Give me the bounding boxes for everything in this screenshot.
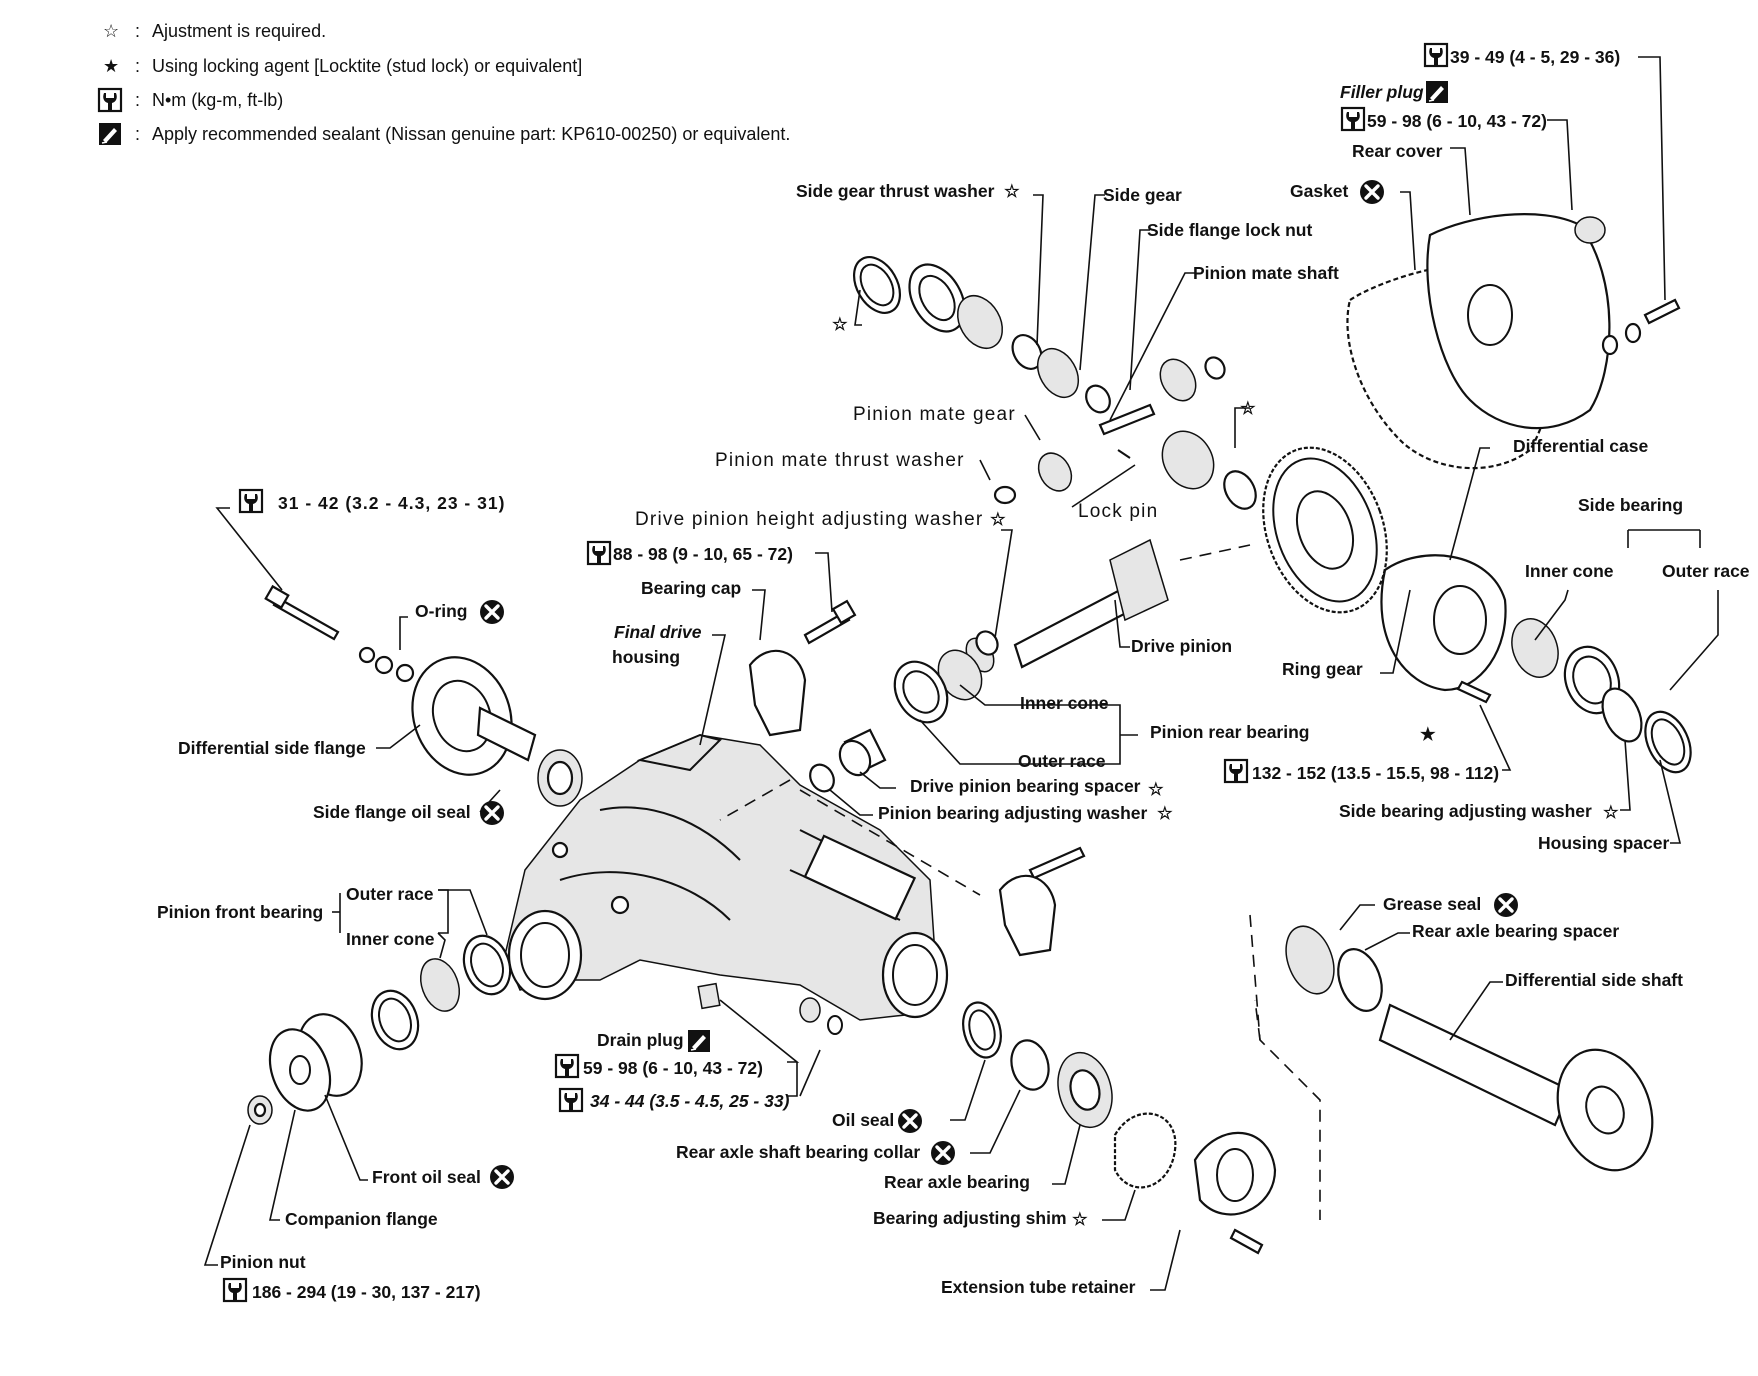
label-drive-pinion: Drive pinion [1131, 636, 1232, 656]
label-side-bearing-inner-cone: Inner cone [1525, 561, 1614, 581]
replace-part-icon [478, 799, 506, 827]
hollow-star-icon: ☆ [1148, 779, 1164, 799]
label-side-bearing-outer-race: Outer race [1662, 561, 1750, 581]
label-side-bearing-adjusting-washer: Side bearing adjusting washer [1339, 801, 1592, 821]
replace-part-icon [478, 598, 506, 626]
leader-lines [203, 56, 1719, 1291]
label-rear-axle-bearing-spacer: Rear axle bearing spacer [1412, 921, 1619, 941]
hollow-star-icon: ☆ [1157, 803, 1173, 823]
label-o-ring: O-ring [415, 601, 468, 621]
label-side-flange-oil-seal: Side flange oil seal [313, 802, 471, 822]
label-rear-axle-shaft-bearing-collar: Rear axle shaft bearing collar [676, 1142, 920, 1162]
legend-torque-units-text: N•m (kg-m, ft-lb) [152, 90, 283, 110]
label-companion-flange: Companion flange [285, 1209, 438, 1229]
part-labels: 39 - 49 (4 - 5, 29 - 36) Filler plug 59 … [157, 42, 1750, 1303]
label-drive-pinion-height-adjusting-washer: Drive pinion height adjusting washer [635, 509, 983, 530]
label-pinion-bearing-adjusting-washer: Pinion bearing adjusting washer [878, 803, 1148, 823]
legend-colon: : [135, 124, 140, 144]
label-drive-pinion-bearing-spacer: Drive pinion bearing spacer [910, 776, 1141, 796]
replace-part-icon [1492, 891, 1520, 919]
label-pinion-mate-shaft: Pinion mate shaft [1193, 263, 1339, 283]
label-front-inner-cone: Inner cone [346, 929, 435, 949]
hollow-star-icon: ☆ [1240, 398, 1256, 418]
label-pinion-rear-bearing: Pinion rear bearing [1150, 722, 1309, 742]
hollow-star-icon: ☆ [1072, 1209, 1088, 1229]
legend-adjustment-text: Ajustment is required. [152, 21, 326, 41]
hollow-star-icon: ☆ [990, 509, 1006, 529]
label-extension-tube-retainer: Extension tube retainer [941, 1277, 1136, 1297]
alignment-lines [719, 544, 1321, 1220]
torque-wrench-icon [1223, 758, 1249, 784]
legend-sealant-text: Apply recommended sealant (Nissan genuin… [152, 124, 790, 144]
label-pinion-nut: Pinion nut [220, 1252, 306, 1272]
torque-ring-gear-bolt: 132 - 152 (13.5 - 15.5, 98 - 112) [1252, 763, 1499, 783]
torque-wrench-icon [558, 1087, 584, 1113]
sealant-icon [1425, 80, 1449, 104]
legend: ☆ : Ajustment is required. ★ : Using loc… [97, 21, 790, 146]
sealant-icon [687, 1029, 711, 1053]
replace-part-icon [488, 1163, 516, 1191]
torque-wrench-icon [97, 87, 123, 113]
torque-bearing-cap: 88 - 98 (9 - 10, 65 - 72) [613, 544, 793, 564]
label-drain-plug: Drain plug [597, 1030, 684, 1050]
torque-wrench-icon [1340, 106, 1366, 132]
label-pinion-front-bearing: Pinion front bearing [157, 902, 323, 922]
torque-wrench-icon [238, 488, 264, 514]
torque-wrench-icon [1423, 42, 1449, 68]
label-bearing-cap: Bearing cap [641, 578, 741, 598]
label-differential-case: Differential case [1513, 436, 1648, 456]
replace-part-icon [896, 1107, 924, 1135]
label-pinion-mate-thrust-washer: Pinion mate thrust washer [715, 450, 965, 471]
replace-part-icon [929, 1139, 957, 1167]
torque-drain-plug: 59 - 98 (6 - 10, 43 - 72) [583, 1058, 763, 1078]
label-grease-seal: Grease seal [1383, 894, 1481, 914]
torque-side-flange-bolt: 31 - 42 (3.2 - 4.3, 23 - 31) [278, 493, 505, 513]
legend-locking-agent-text: Using locking agent [Locktite (stud lock… [152, 56, 582, 76]
label-outer-race: Outer race [1018, 751, 1106, 771]
label-front-outer-race: Outer race [346, 884, 434, 904]
label-side-bearing: Side bearing [1578, 495, 1683, 515]
torque-pinion-nut: 186 - 294 (19 - 30, 137 - 217) [252, 1282, 481, 1302]
hollow-star-icon: ☆ [103, 21, 119, 41]
hollow-star-icon: ☆ [1004, 181, 1020, 201]
label-gasket: Gasket [1290, 181, 1349, 201]
label-differential-side-shaft: Differential side shaft [1505, 970, 1683, 990]
torque-filler-plug: 59 - 98 (6 - 10, 43 - 72) [1367, 111, 1547, 131]
filled-star-icon: ★ [103, 56, 119, 76]
label-side-gear: Side gear [1103, 185, 1182, 205]
sealant-icon [98, 122, 122, 146]
label-lock-pin: Lock pin [1078, 501, 1158, 522]
filled-star-icon: ★ [1420, 724, 1436, 744]
legend-colon: : [135, 56, 140, 76]
label-bearing-adjusting-shim: Bearing adjusting shim [873, 1208, 1067, 1228]
legend-colon: : [135, 21, 140, 41]
torque-rear-cover-bolt: 39 - 49 (4 - 5, 29 - 36) [1450, 47, 1620, 67]
label-side-flange-lock-nut: Side flange lock nut [1147, 220, 1312, 240]
label-final-drive-housing: Final drive [614, 622, 702, 642]
label-ring-gear: Ring gear [1282, 659, 1363, 679]
torque-extension-tube-nut: 34 - 44 (3.5 - 4.5, 25 - 33) [590, 1091, 790, 1111]
label-housing-spacer: Housing spacer [1538, 833, 1669, 853]
hollow-star-icon: ☆ [1603, 802, 1619, 822]
label-differential-side-flange: Differential side flange [178, 738, 366, 758]
label-filler-plug: Filler plug [1340, 82, 1424, 102]
parts-drawing [247, 212, 1692, 1255]
label-rear-axle-bearing: Rear axle bearing [884, 1172, 1030, 1192]
torque-wrench-icon [554, 1053, 580, 1079]
torque-wrench-icon [586, 540, 612, 566]
label-front-oil-seal: Front oil seal [372, 1167, 481, 1187]
legend-colon: : [135, 90, 140, 110]
label-pinion-mate-gear: Pinion mate gear [853, 404, 1016, 425]
label-oil-seal: Oil seal [832, 1110, 894, 1130]
torque-wrench-icon [222, 1277, 248, 1303]
hollow-star-icon: ☆ [832, 314, 848, 334]
label-inner-cone: Inner cone [1020, 693, 1109, 713]
label-side-gear-thrust-washer: Side gear thrust washer [796, 181, 995, 201]
replace-part-icon [1358, 178, 1386, 206]
label-rear-cover: Rear cover [1352, 141, 1443, 161]
label-final-drive-housing-2: housing [612, 647, 680, 667]
